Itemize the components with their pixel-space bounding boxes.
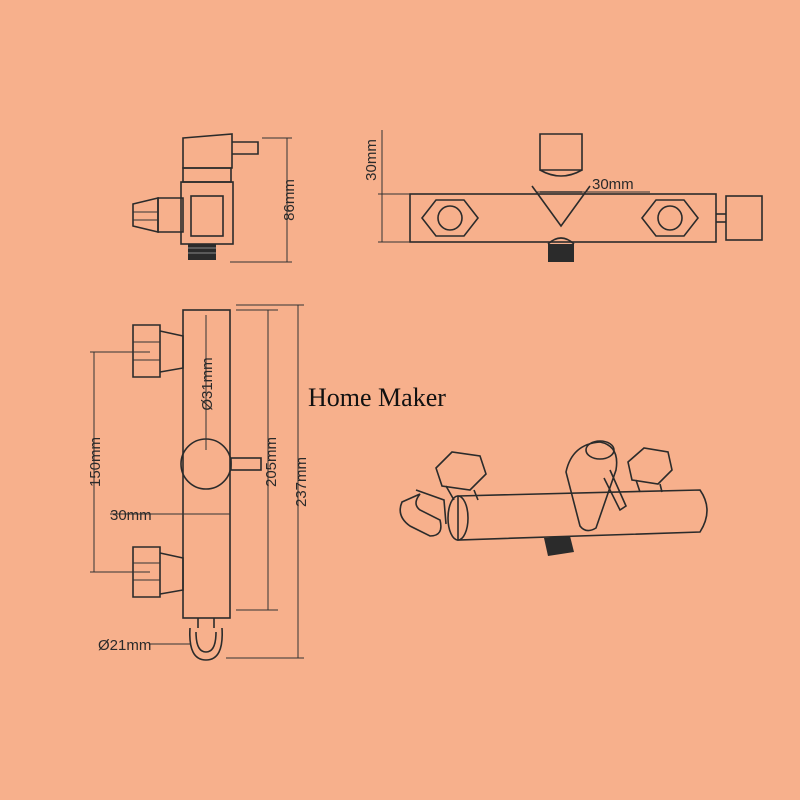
- front-view: Ø31mm 150mm 30mm 205mm 237mm Ø21mm: [87, 304, 310, 661]
- dim-237-label: 237mm: [293, 457, 310, 507]
- dim-150-label: 150mm: [87, 437, 104, 487]
- perspective-view: [399, 440, 708, 556]
- top-view: 30mm 30mm: [363, 130, 763, 262]
- dim-86-label: 86mm: [281, 179, 298, 221]
- dim-30-horizontal-label: 30mm: [592, 176, 634, 193]
- dim-30-vertical-label: 30mm: [363, 139, 380, 181]
- dim-30-front-label: 30mm: [110, 507, 152, 524]
- dim-diameter-21-label: Ø21mm: [98, 637, 151, 654]
- brand-label: Home Maker: [308, 383, 446, 412]
- side-view: 86mm: [132, 133, 298, 263]
- dim-205-label: 205mm: [263, 437, 280, 487]
- dim-diameter-31-label: Ø31mm: [199, 357, 216, 410]
